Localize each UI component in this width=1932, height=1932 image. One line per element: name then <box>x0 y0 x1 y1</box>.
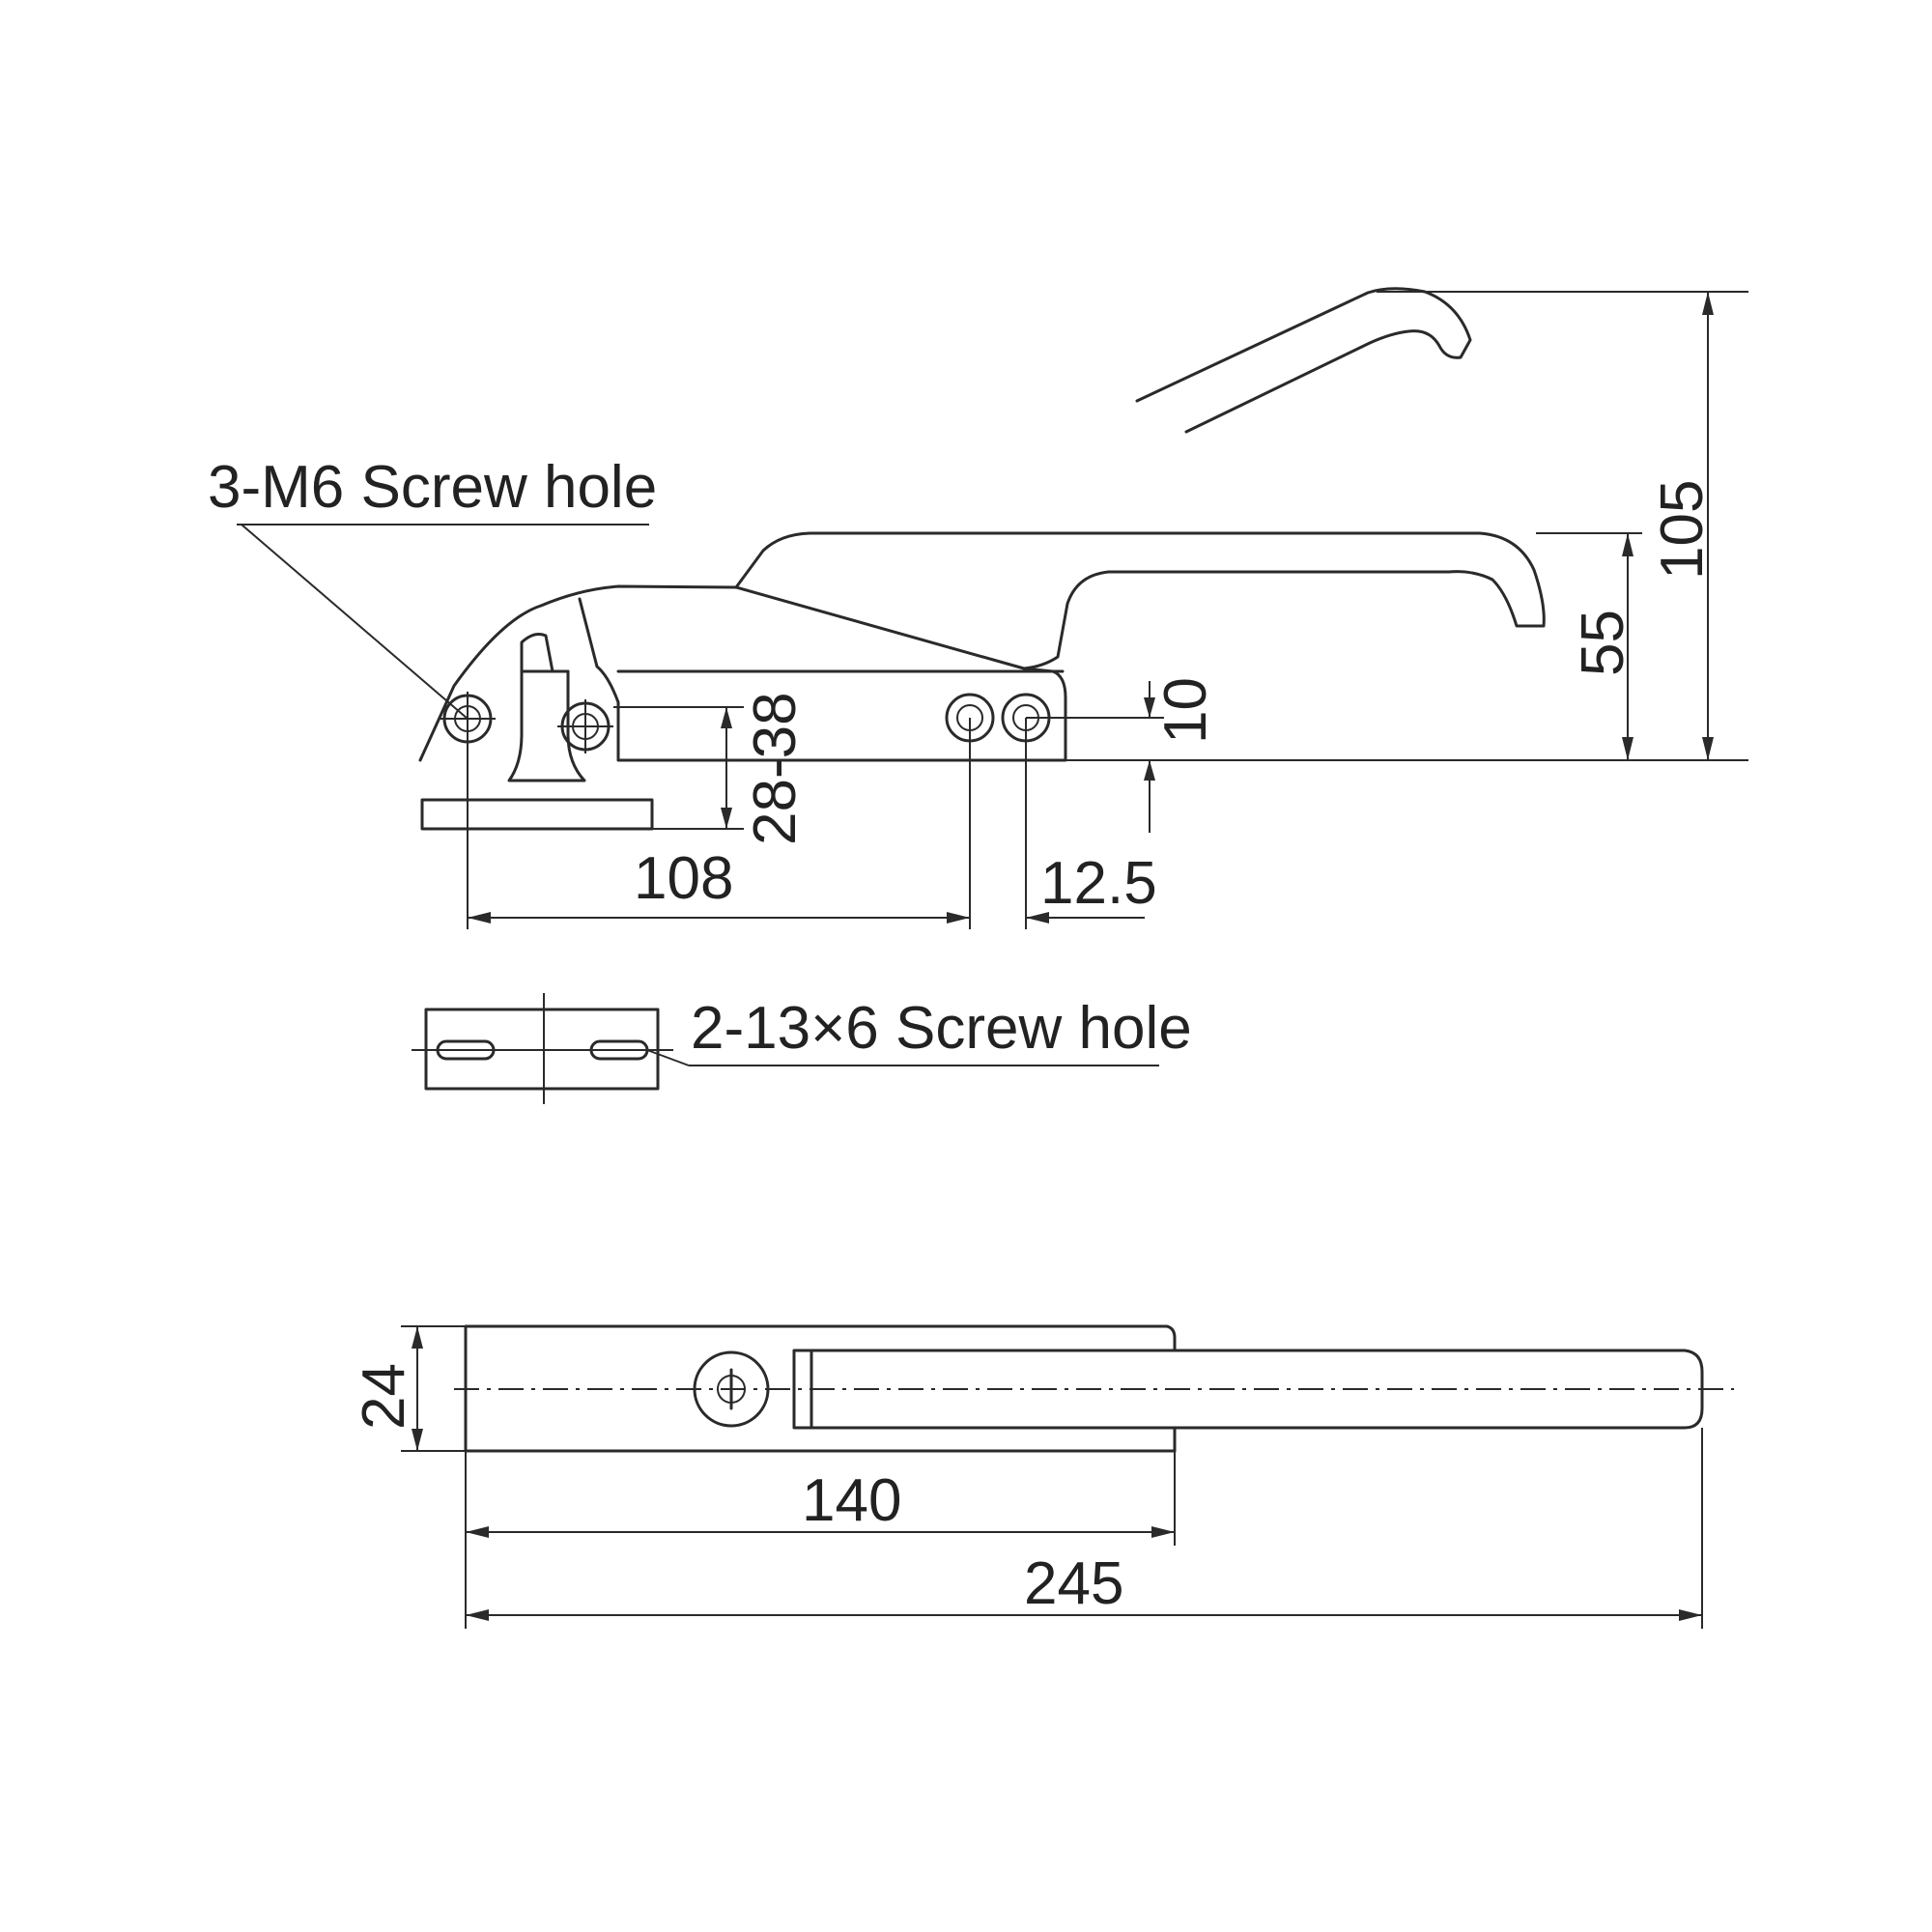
dim-12-5-label: 12.5 <box>1040 850 1157 917</box>
strike-plate-view: 2-13×6 Screw hole <box>412 993 1192 1104</box>
handle-outline <box>734 531 1546 670</box>
dim-108-label: 108 <box>634 845 733 912</box>
dim-140-label: 140 <box>802 1467 901 1534</box>
dim-55-label: 55 <box>1570 610 1636 676</box>
pivot-post <box>507 633 586 782</box>
top-handle <box>792 1349 1704 1430</box>
dim-28-38-label: 28-38 <box>742 692 809 845</box>
base-plate-side <box>420 798 654 831</box>
screw-m6-leader <box>241 524 469 720</box>
screw-slot-leader <box>646 1049 690 1066</box>
dim-10-label: 10 <box>1152 677 1219 744</box>
raised-handle-outline <box>1135 287 1472 434</box>
dim-245-label: 245 <box>1024 1550 1123 1617</box>
latch-body-outline <box>418 584 1067 762</box>
screw-hole-2 <box>557 699 613 753</box>
screw-m6-label: 3-M6 Screw hole <box>208 454 657 521</box>
dim-24-label: 24 <box>351 1363 417 1430</box>
top-body-outline <box>464 1324 1177 1453</box>
top-view: 24 140 245 <box>351 1324 1734 1629</box>
side-view: 3-M6 Screw hole 105 55 10 28-38 <box>208 287 1748 929</box>
dim-105-label: 105 <box>1649 480 1716 580</box>
slot-hole-1 <box>436 1039 496 1061</box>
screw-slot-label: 2-13×6 Screw hole <box>691 995 1192 1062</box>
